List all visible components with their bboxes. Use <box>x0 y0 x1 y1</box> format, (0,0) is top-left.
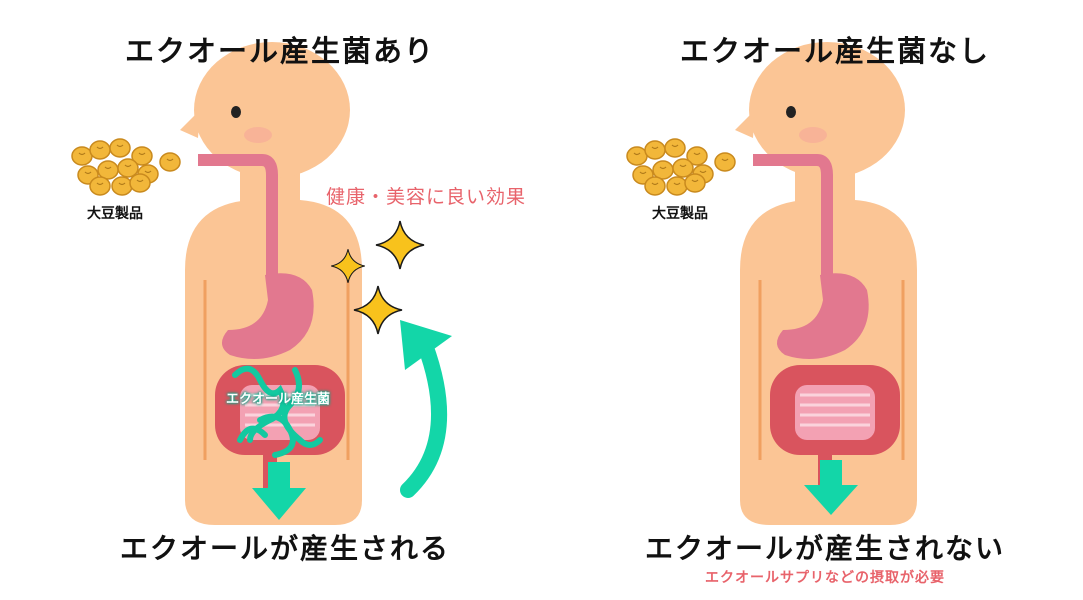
right-title: エクオール産生菌なし <box>679 34 991 68</box>
right-result: エクオールが産生されない <box>644 532 1006 565</box>
soybean-icon <box>626 138 736 196</box>
effect-label: 健康・美容に良い効果 <box>325 186 527 208</box>
left-result: エクオールが産生される <box>119 532 451 565</box>
right-soy-label: 大豆製品 <box>652 206 708 222</box>
soybean-icon <box>71 138 181 196</box>
bacteria-label: エクオール産生菌 <box>225 392 331 407</box>
left-title: エクオール産生菌あり <box>124 34 436 68</box>
right-body <box>735 42 917 525</box>
down-arrow-icon <box>252 462 306 520</box>
sparkle-icon <box>375 220 425 270</box>
supplement-note: エクオールサプリなどの摂取が必要 <box>705 570 945 586</box>
left-soy-label: 大豆製品 <box>87 206 143 222</box>
left-body <box>180 42 362 525</box>
bacteria-icon <box>232 365 323 458</box>
down-arrow-icon <box>804 460 858 515</box>
curved-up-arrow-icon <box>400 320 452 498</box>
